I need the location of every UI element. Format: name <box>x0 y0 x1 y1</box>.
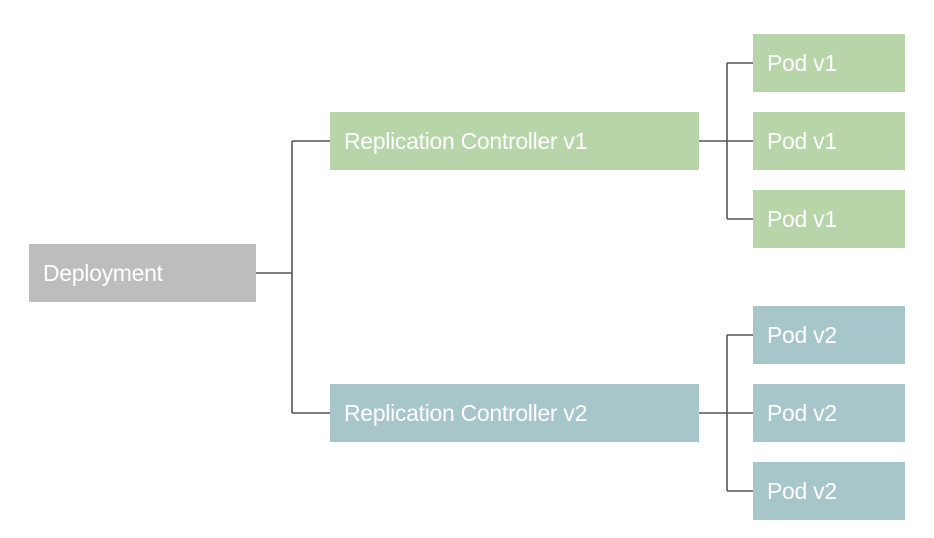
pod-v2-label-3: Pod v2 <box>767 477 837 504</box>
pod-v1-node-3: Pod v1 <box>753 190 905 248</box>
pod-v2-node-3: Pod v2 <box>753 462 905 520</box>
replication-controller-v2-node: Replication Controller v2 <box>330 384 699 442</box>
deployment-label: Deployment <box>43 259 163 286</box>
pod-v2-label-2: Pod v2 <box>767 399 837 426</box>
replication-controller-v1-label: Replication Controller v1 <box>344 127 588 154</box>
pod-v2-node-1: Pod v2 <box>753 306 905 364</box>
pod-v2-label-1: Pod v2 <box>767 321 837 348</box>
replication-controller-v1-node: Replication Controller v1 <box>330 112 699 170</box>
pod-v1-label-2: Pod v1 <box>767 127 837 154</box>
deployment-node: Deployment <box>29 244 256 302</box>
pod-v1-label-3: Pod v1 <box>767 205 837 232</box>
replication-controller-v2-label: Replication Controller v2 <box>344 399 588 426</box>
pod-v1-node-2: Pod v1 <box>753 112 905 170</box>
pod-v1-node-1: Pod v1 <box>753 34 905 92</box>
pod-v2-node-2: Pod v2 <box>753 384 905 442</box>
pod-v1-label-1: Pod v1 <box>767 49 837 76</box>
